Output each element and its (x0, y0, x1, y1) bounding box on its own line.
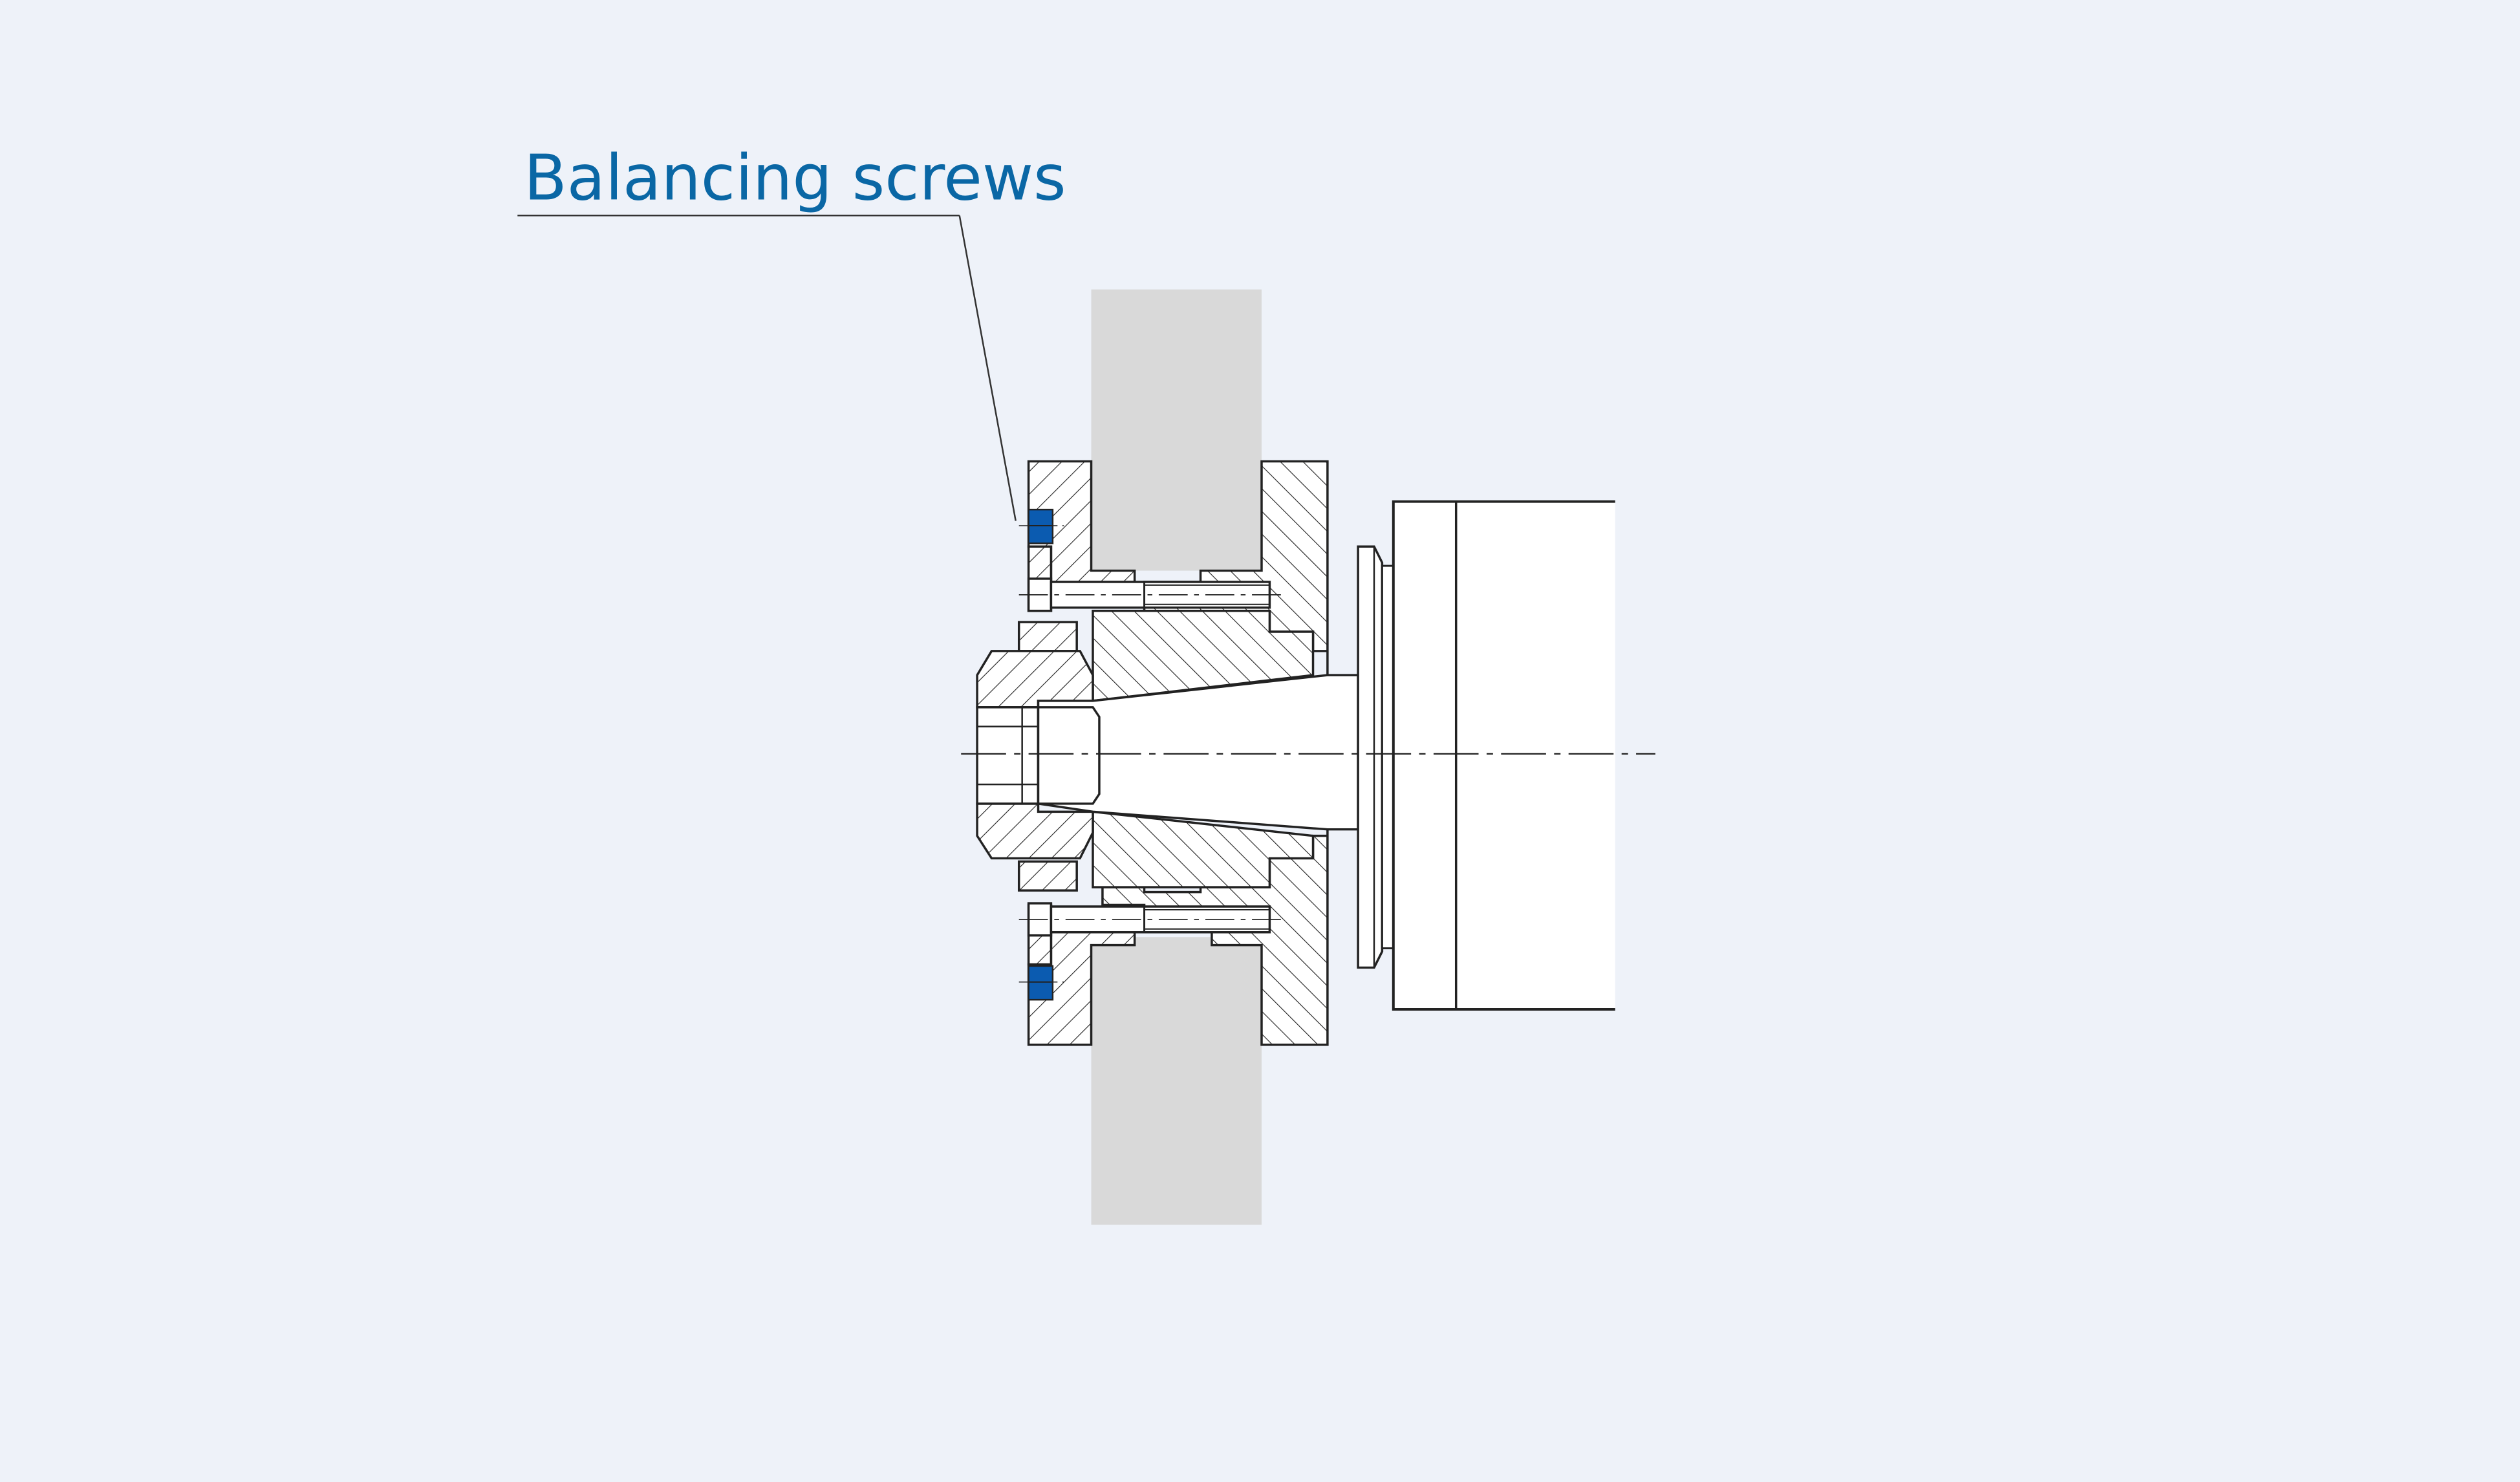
clamping-nut-lower (976, 802, 1094, 860)
spindle-end (1037, 706, 1101, 805)
spacer-lower (1017, 860, 1078, 892)
spacer-upper (1017, 621, 1078, 652)
spindle-housing (1392, 500, 1615, 1011)
flange-hub-lower (1092, 810, 1315, 888)
grinding-wheel-upper (1091, 289, 1262, 571)
callout-leader-line (958, 215, 1017, 521)
balancing-screw-upper (1028, 508, 1054, 544)
callout-label: Balancing screws (524, 141, 1066, 214)
nut-bore (976, 706, 1040, 805)
spindle-collar-step (1381, 564, 1395, 950)
clamping-nut (976, 650, 1094, 709)
grinding-wheel-lower (1091, 937, 1262, 1225)
spindle-collar (1357, 545, 1384, 969)
balancing-screw-lower (1028, 965, 1054, 1001)
